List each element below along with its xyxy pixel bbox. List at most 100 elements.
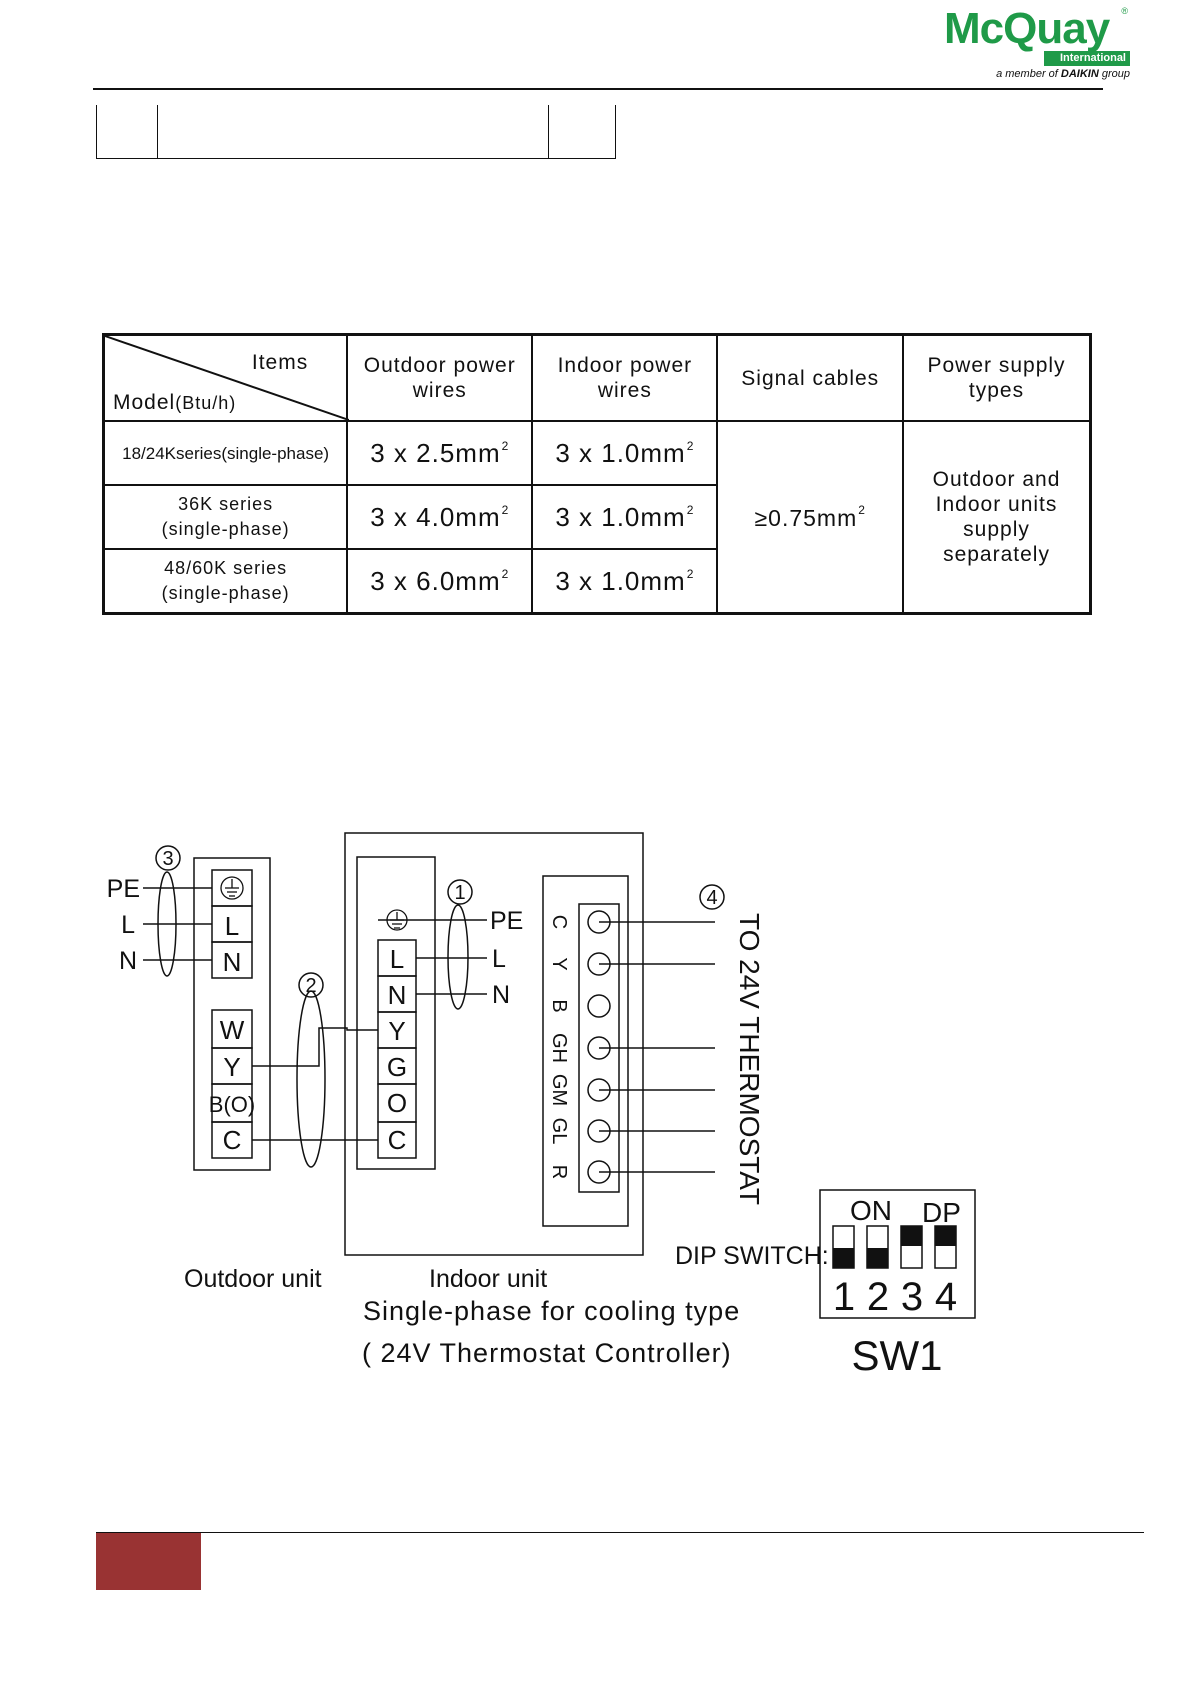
superscript: 2 — [686, 438, 695, 453]
thermo-terminal-GM: GM — [548, 1074, 570, 1106]
header-model: Model(Btu/h) — [113, 390, 236, 416]
power-supply-cell: Outdoor and Indoor units supply separate… — [902, 420, 1092, 615]
header-indoor-power: Indoor power wires — [531, 333, 719, 422]
header-rule — [93, 88, 1103, 90]
dip-knob-1 — [833, 1248, 854, 1268]
dip-switch-label: DIP SWITCH: — [675, 1242, 829, 1270]
header-signal-cables: Signal cables — [716, 333, 905, 422]
indoor-terminal-G: G — [387, 1052, 407, 1082]
model-cell: 36K series (single-phase) — [102, 484, 349, 550]
marker-1: 1 — [454, 882, 465, 904]
superscript: 2 — [858, 502, 866, 517]
indoor-size-cell: 3 x 1.0mm2 — [531, 484, 719, 550]
member-brand: DAIKIN — [1060, 68, 1099, 80]
top-table-cell — [156, 105, 549, 159]
superscript: 2 — [686, 502, 695, 517]
superscript: 2 — [501, 502, 510, 517]
member-prefix: a member of — [996, 68, 1061, 80]
outdoor-size-cell: 3 x 6.0mm2 — [346, 548, 534, 615]
dip-knob-2 — [867, 1248, 888, 1268]
logo-international: International — [1044, 51, 1130, 66]
indoor-size: 3 x 1.0mm — [555, 501, 686, 532]
model-line1: 48/60K series — [164, 558, 288, 578]
indoor-terminal-N: N — [388, 980, 407, 1010]
marker-4: 4 — [706, 887, 717, 909]
outdoor-size: 3 x 2.5mm — [370, 437, 501, 468]
outdoor-terminal-N: N — [223, 947, 242, 977]
indoor-wire-PE: PE — [490, 907, 523, 935]
marker-3: 3 — [162, 848, 173, 870]
outdoor-wire-N: N — [119, 947, 137, 975]
diagram-caption-line1: Single-phase for cooling type — [363, 1296, 741, 1326]
wiring-diagram: L N W Y B(O) C L N Y G O C PE L N PE L N… — [107, 832, 976, 1379]
wire-spec-table: Items Model(Btu/h) Outdoor power wires I… — [102, 333, 1092, 615]
dip-number-1: 1 — [833, 1275, 855, 1319]
indoor-wire-N: N — [492, 981, 510, 1009]
header-diagonal-cell: Items Model(Btu/h) — [102, 333, 349, 422]
indoor-terminal-Y: Y — [388, 1016, 405, 1046]
signal-cell: ≥0.75mm2 — [716, 420, 905, 615]
logo-brand: McQuay — [944, 4, 1110, 53]
mcquay-logo: McQuay ® International a member of DAIKI… — [944, 4, 1130, 80]
indoor-unit-label: Indoor unit — [429, 1265, 547, 1293]
header-items: Items — [251, 351, 309, 374]
dip-on-label: ON — [850, 1195, 892, 1226]
thermo-terminal-Y: Y — [548, 957, 570, 970]
thermo-terminal-R: R — [548, 1165, 570, 1179]
header-model-unit: (Btu/h) — [175, 393, 237, 413]
indoor-terminal-C: C — [388, 1125, 407, 1155]
indoor-terminal-board — [356, 856, 436, 1170]
outdoor-wire-PE: PE — [107, 875, 140, 903]
diagonal-line — [105, 336, 349, 420]
outdoor-size-cell: 3 x 2.5mm2 — [346, 420, 534, 486]
top-table-fragment — [96, 105, 616, 159]
outdoor-size: 3 x 6.0mm — [370, 565, 501, 596]
dip-switch-frame — [819, 1189, 976, 1319]
indoor-size-cell: 3 x 1.0mm2 — [531, 420, 719, 486]
indoor-wire-L: L — [492, 945, 506, 973]
model-line2: (single-phase) — [161, 519, 290, 539]
outdoor-unit-label: Outdoor unit — [184, 1265, 322, 1293]
outdoor-terminal-board — [193, 857, 271, 1171]
outdoor-terminal-L: L — [225, 911, 239, 941]
thermostat-label: TO 24V THERMOSTAT — [734, 913, 765, 1205]
top-table-cell — [547, 105, 616, 159]
header-outdoor-power: Outdoor power wires — [346, 333, 534, 422]
header-power-supply: Power supply types — [902, 333, 1092, 422]
table-row: 18/24Kseries(single-phase) 3 x 2.5mm2 3 … — [102, 420, 1092, 615]
outdoor-size: 3 x 4.0mm — [370, 501, 501, 532]
signal-size: ≥0.75mm — [754, 504, 858, 531]
model-line1: 36K series — [178, 494, 274, 514]
superscript: 2 — [686, 566, 695, 581]
footer-rule — [96, 1532, 1144, 1533]
logo-member-line: a member of DAIKIN group — [996, 68, 1130, 80]
outdoor-size-cell: 3 x 4.0mm2 — [346, 484, 534, 550]
indoor-terminal-O: O — [387, 1088, 407, 1118]
thermostat-terminal-block — [542, 875, 629, 1227]
diagram-caption-line2: ( 24V Thermostat Controller) — [362, 1338, 732, 1368]
model-line2: (single-phase) — [161, 583, 290, 603]
top-table-cell — [96, 105, 158, 159]
outdoor-terminal-BO: B(O) — [209, 1092, 255, 1117]
thermo-terminal-GL: GL — [548, 1118, 570, 1145]
dip-knob-3 — [901, 1226, 922, 1246]
indoor-unit-box — [344, 832, 644, 1256]
dip-number-4: 4 — [935, 1275, 957, 1319]
outdoor-wire-L: L — [121, 911, 135, 939]
indoor-size: 3 x 1.0mm — [555, 437, 686, 468]
outdoor-terminal-Y: Y — [223, 1052, 240, 1082]
marker-2: 2 — [305, 975, 316, 997]
table-row: 36K series(single-phase) 3 x 4.0mm2 3 x … — [102, 484, 1091, 550]
table-row: 48/60K series(single-phase) 3 x 6.0mm2 3… — [102, 548, 1091, 615]
indoor-terminal-L: L — [390, 944, 404, 974]
outdoor-terminal-W: W — [220, 1015, 245, 1045]
indoor-size: 3 x 1.0mm — [555, 565, 686, 596]
outdoor-terminal-C: C — [223, 1125, 242, 1155]
member-suffix: group — [1098, 68, 1130, 80]
header-model-text: Model — [113, 391, 176, 414]
superscript: 2 — [501, 566, 510, 581]
superscript: 2 — [501, 438, 510, 453]
model-cell: 18/24Kseries(single-phase) — [102, 420, 349, 486]
thermo-terminal-GH: GH — [548, 1033, 570, 1063]
dip-dp-label: DP — [922, 1197, 961, 1228]
